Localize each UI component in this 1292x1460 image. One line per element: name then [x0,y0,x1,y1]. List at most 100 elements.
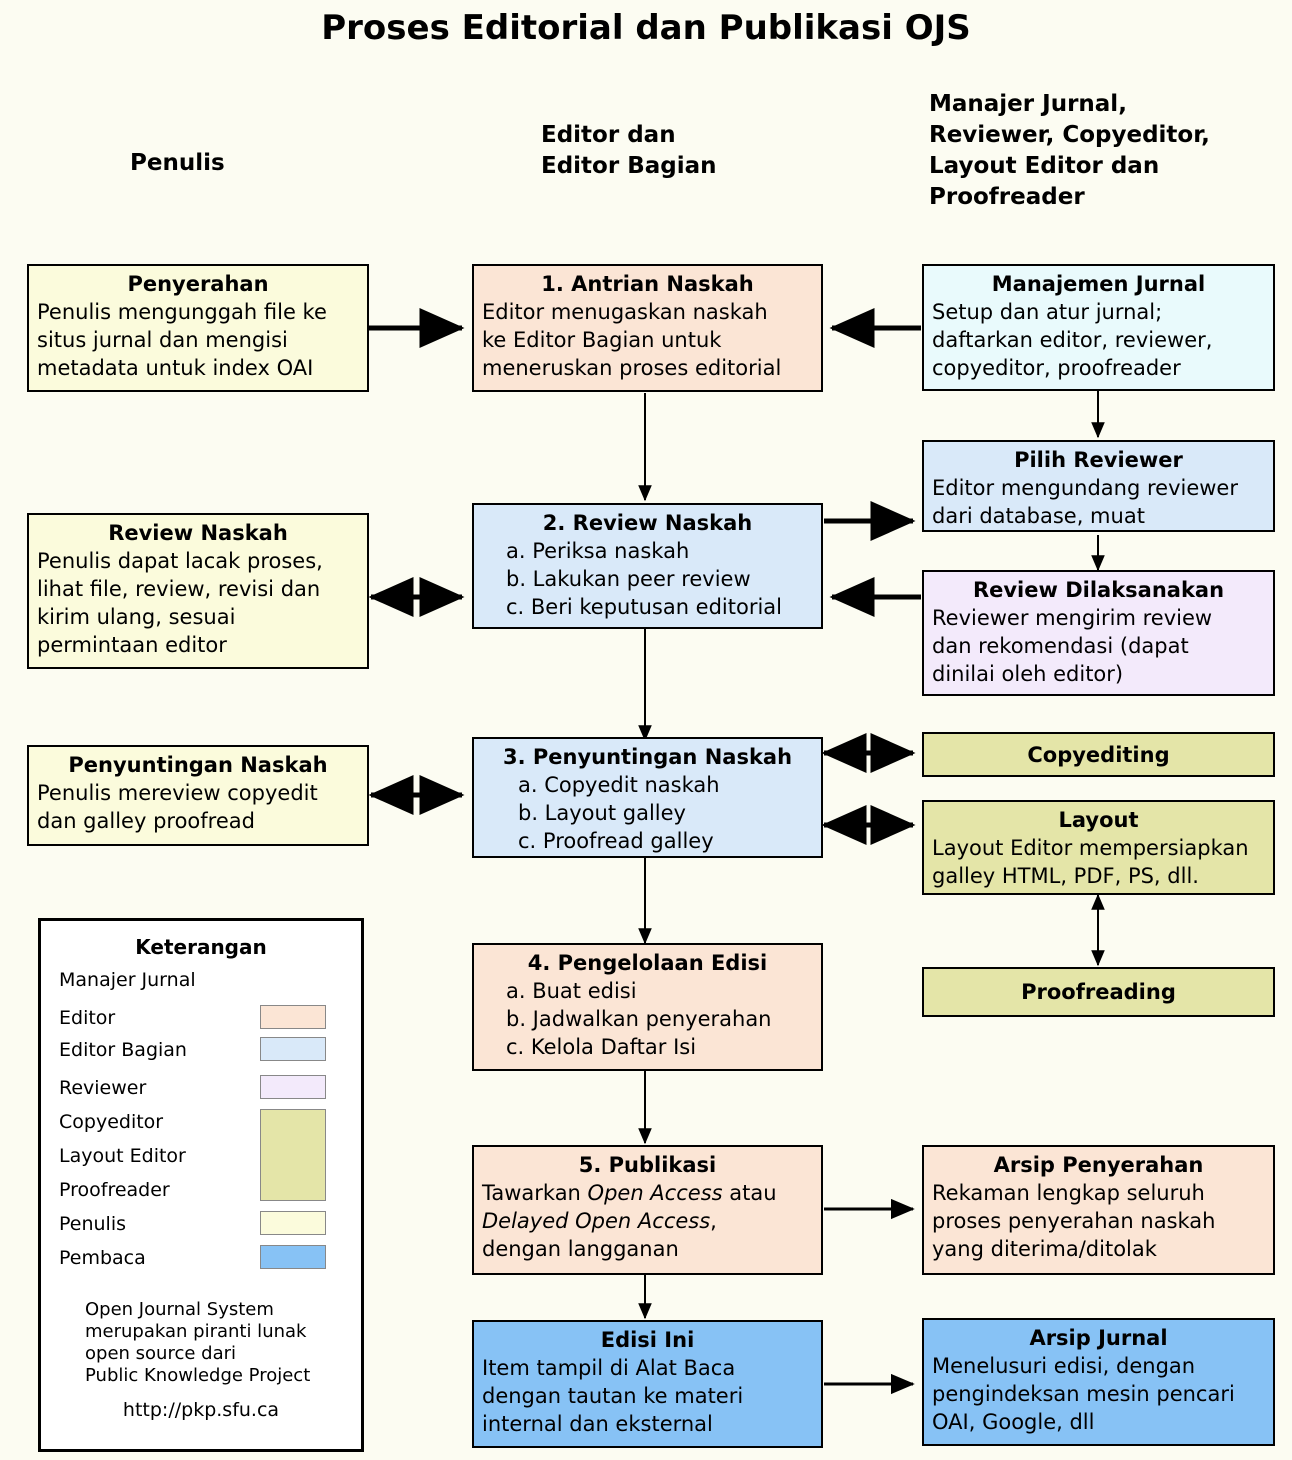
text-line: copyeditor, proofreader [932,356,1181,380]
legend-url[interactable]: http://pkp.sfu.ca [122,1399,280,1421]
legend-swatch [260,1245,326,1269]
node-penyuntingan-penulis-title: Penyuntingan Naskah [68,753,328,777]
text-line: dengan tautan ke materi [482,1384,744,1408]
node-antrian-naskah-title: 1. Antrian Naskah [541,272,754,296]
legend-label-copyeditor: Copyeditor [59,1111,164,1133]
column-heading-penulis: Penulis [130,148,225,179]
node-proofreading[interactable]: Proofreading [922,967,1275,1017]
node-edisi-ini[interactable]: Edisi Ini Item tampil di Alat Baca denga… [472,1320,823,1448]
text-line: proses penyerahan naskah [932,1209,1216,1233]
node-copyediting-title: Copyediting [1027,742,1170,767]
node-proofreading-title: Proofreading [1021,980,1176,1004]
text-line: Delayed Open Access, [482,1209,717,1233]
node-antrian-naskah-body: Editor menugaskan naskah ke Editor Bagia… [482,298,813,382]
node-layout[interactable]: Layout Layout Editor mempersiapkan galle… [922,800,1275,895]
node-publikasi-title: 5. Publikasi [578,1153,717,1177]
text-line: b. Jadwalkan penyerahan [506,1007,772,1031]
node-review-naskah-penulis-body: Penulis dapat lacak proses, lihat file, … [37,547,359,659]
legend-label-layout-editor: Layout Editor [59,1145,186,1167]
text-line: dan rekomendasi (dapat [932,634,1189,658]
column-heading-editor-line1: Editor dan [541,122,676,148]
text-line: metadata untuk index OAI [37,356,314,380]
text-line: lihat file, review, revisi dan [37,577,321,601]
legend-label-proofreader: Proofreader [59,1179,170,1201]
node-penyuntingan-penulis-body: Penulis mereview copyedit dan galley pro… [37,779,359,835]
node-pilih-reviewer-body: Editor mengundang reviewer dari database… [932,474,1265,530]
text-line: Penulis dapat lacak proses, [37,549,323,573]
text-line: internal dan eksternal [482,1412,713,1436]
text-line: Item tampil di Alat Baca [482,1356,736,1380]
text-line: c. Proofread galley [518,829,714,853]
node-arsip-penyerahan-body: Rekaman lengkap seluruh proses penyeraha… [932,1179,1265,1263]
legend-label-editor-bagian: Editor Bagian [59,1039,187,1061]
text-line: c. Beri keputusan editorial [506,595,783,619]
text-line: permintaan editor [37,633,227,657]
text-line: Tawarkan Open Access atau [482,1181,777,1205]
node-pilih-reviewer[interactable]: Pilih Reviewer Editor mengundang reviewe… [922,440,1275,532]
node-penyuntingan-naskah-body: a. Copyedit naskah b. Layout galley c. P… [482,771,813,855]
column-heading-penulis-line1: Penulis [130,150,225,176]
node-edisi-ini-title: Edisi Ini [600,1328,695,1352]
node-penyerahan-body: Penulis mengunggah file ke situs jurnal … [37,298,359,382]
legend-swatch [260,1109,326,1201]
node-review-naskah-penulis-title: Review Naskah [108,521,288,545]
text-line: a. Copyedit naskah [518,773,720,797]
column-heading-editor: Editor dan Editor Bagian [541,120,717,182]
text-line: Reviewer mengirim review [932,606,1213,630]
node-pengelolaan-edisi-title: 4. Pengelolaan Edisi [527,951,768,975]
node-review-naskah-penulis[interactable]: Review Naskah Penulis dapat lacak proses… [27,513,369,669]
node-arsip-jurnal-body: Menelusuri edisi, dengan pengindeksan me… [932,1352,1265,1436]
node-manajemen-jurnal[interactable]: Manajemen Jurnal Setup dan atur jurnal; … [922,264,1275,391]
node-copyediting[interactable]: Copyediting [922,732,1275,777]
node-pengelolaan-edisi[interactable]: 4. Pengelolaan Edisi a. Buat edisi b. Ja… [472,943,823,1071]
node-layout-body: Layout Editor mempersiapkan galley HTML,… [932,834,1265,890]
text-line: c. Kelola Daftar Isi [506,1035,697,1059]
text-line: Penulis mengunggah file ke [37,300,327,324]
node-arsip-penyerahan[interactable]: Arsip Penyerahan Rekaman lengkap seluruh… [922,1145,1275,1275]
node-review-naskah[interactable]: 2. Review Naskah a. Periksa naskah b. La… [472,503,823,629]
legend-swatch [260,1005,326,1029]
text-line: OAI, Google, dll [932,1410,1095,1434]
node-penyuntingan-naskah-title: 3. Penyuntingan Naskah [502,745,793,769]
node-pilih-reviewer-title: Pilih Reviewer [1014,448,1183,472]
node-layout-title: Layout [1058,808,1139,832]
node-antrian-naskah[interactable]: 1. Antrian Naskah Editor menugaskan nask… [472,264,823,392]
node-penyuntingan-penulis[interactable]: Penyuntingan Naskah Penulis mereview cop… [27,745,369,846]
legend-label-penulis: Penulis [59,1213,127,1235]
text-line: pengindeksan mesin pencari [932,1382,1235,1406]
node-arsip-jurnal[interactable]: Arsip Jurnal Menelusuri edisi, dengan pe… [922,1318,1275,1446]
node-penyuntingan-naskah[interactable]: 3. Penyuntingan Naskah a. Copyedit naska… [472,737,823,858]
column-heading-manajer: Manajer Jurnal, Reviewer, Copyeditor, La… [929,89,1210,213]
legend-swatch [260,1075,326,1099]
column-heading-manajer-line4: Proofreader [929,184,1085,210]
node-penyerahan[interactable]: Penyerahan Penulis mengunggah file ke si… [27,264,369,392]
node-review-dilaksanakan[interactable]: Review Dilaksanakan Reviewer mengirim re… [922,570,1275,696]
node-manajemen-jurnal-title: Manajemen Jurnal [991,272,1206,296]
column-heading-manajer-line3: Layout Editor dan [929,153,1160,179]
legend-label-manajer-jurnal: Manajer Jurnal [59,969,196,991]
text-line: situs jurnal dan mengisi [37,328,288,352]
text-line: kirim ulang, sesuai [37,605,236,629]
text-line: dengan langganan [482,1237,679,1261]
text-line: daftarkan editor, reviewer, [932,328,1213,352]
node-penyerahan-title: Penyerahan [127,272,269,296]
text-line: yang diterima/ditolak [932,1237,1157,1261]
node-arsip-jurnal-title: Arsip Jurnal [1029,1326,1168,1350]
text-line: Layout Editor mempersiapkan [932,836,1249,860]
node-review-naskah-title: 2. Review Naskah [542,511,753,535]
column-heading-manajer-line1: Manajer Jurnal, [929,91,1127,117]
legend-note: Open Journal System merupakan piranti lu… [85,1299,311,1386]
legend-label-reviewer: Reviewer [59,1077,147,1099]
text-line: dinilai oleh editor) [932,662,1124,686]
text-line: Menelusuri edisi, dengan [932,1354,1196,1378]
node-review-naskah-body: a. Periksa naskah b. Lakukan peer review… [482,537,813,621]
text-line: galley HTML, PDF, PS, dll. [932,864,1199,888]
node-arsip-penyerahan-title: Arsip Penyerahan [993,1153,1204,1177]
text-line: ke Editor Bagian untuk [482,328,722,352]
text-line: a. Periksa naskah [506,539,690,563]
